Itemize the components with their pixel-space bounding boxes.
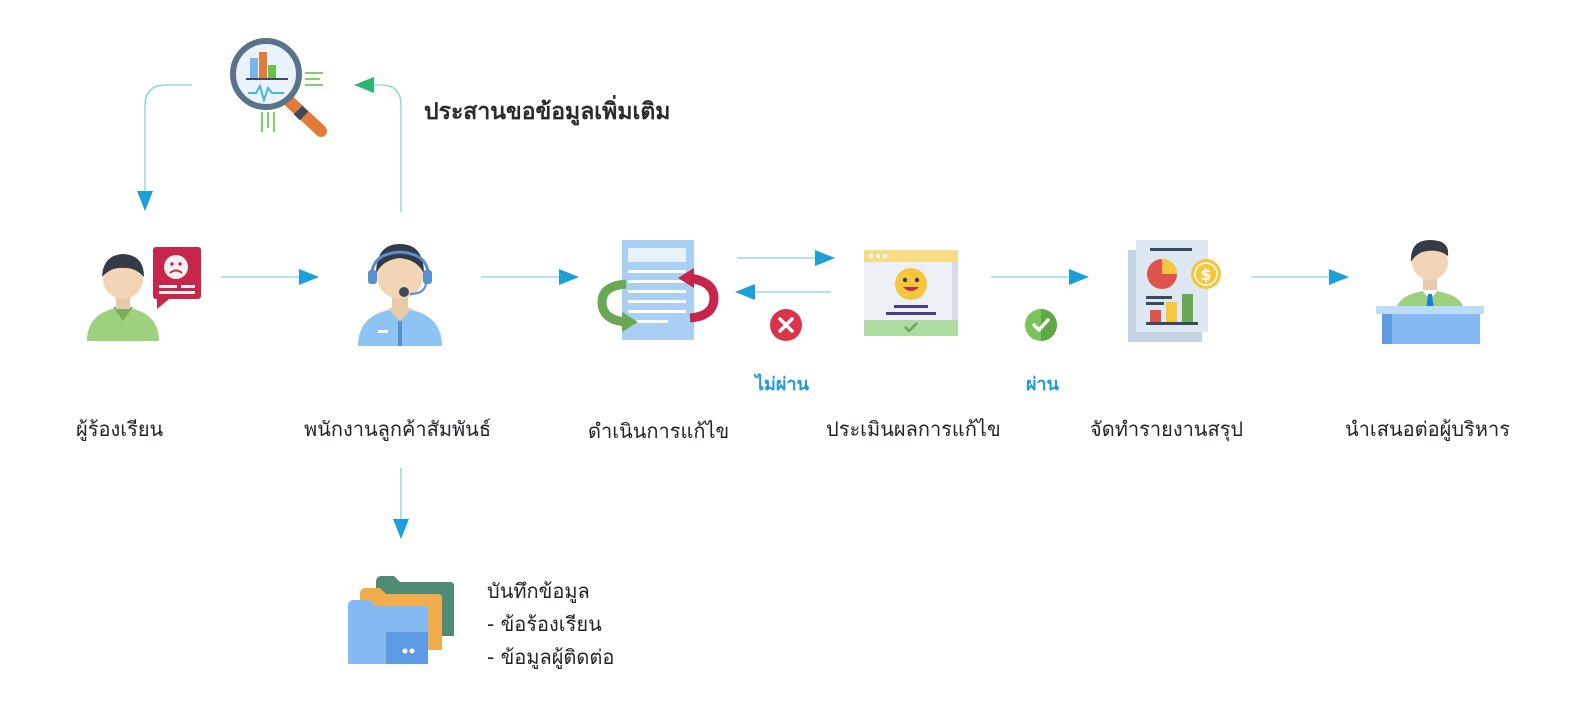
report-chart-icon: $ [1128,240,1221,342]
record-item-contact: - ข้อมูลผู้ติดต่อ [487,645,615,669]
step-complainant-label: ผู้ร้องเรียน [76,417,164,441]
step-agent-label: พนักงานลูกค้าสัมพันธ์ [304,417,492,441]
step-report-label: จัดทำรายงานสรุป [1090,417,1244,441]
evaluation-screen-icon [864,250,958,336]
step-fix-label: ดำเนินการแก้ไข [588,419,730,443]
feedback-loop-label: ประสานขอข้อมูลเพิ่มเติม [424,99,671,125]
step-evaluate-label: ประเมินผลการแก้ไข [826,417,1001,441]
decision-fail-label: ไม่ผ่าน [755,374,809,395]
customer-service-agent-icon [358,244,442,346]
x-circle-icon [770,309,802,341]
check-circle-icon [1025,309,1057,341]
document-cycle-icon [597,240,719,340]
svg-text:$: $ [1200,265,1211,284]
decision-pass-label: ผ่าน [1026,374,1059,395]
step-executive-label: นำเสนอต่อผู้บริหาร [1345,417,1510,441]
loop-arrow-to-complainant [137,84,192,211]
record-item-complaint: - ข้อร้องเรียน [487,612,602,636]
magnifier-chart-icon [230,38,327,137]
complainant-icon [87,247,201,341]
record-note: บันทึกข้อมูล - ข้อร้องเรียน - ข้อมูลผู้ต… [487,575,614,674]
loop-arrow-from-agent [354,77,402,212]
executive-podium-icon [1376,240,1484,344]
record-title: บันทึกข้อมูล [487,579,590,603]
folders-icon [348,576,454,664]
